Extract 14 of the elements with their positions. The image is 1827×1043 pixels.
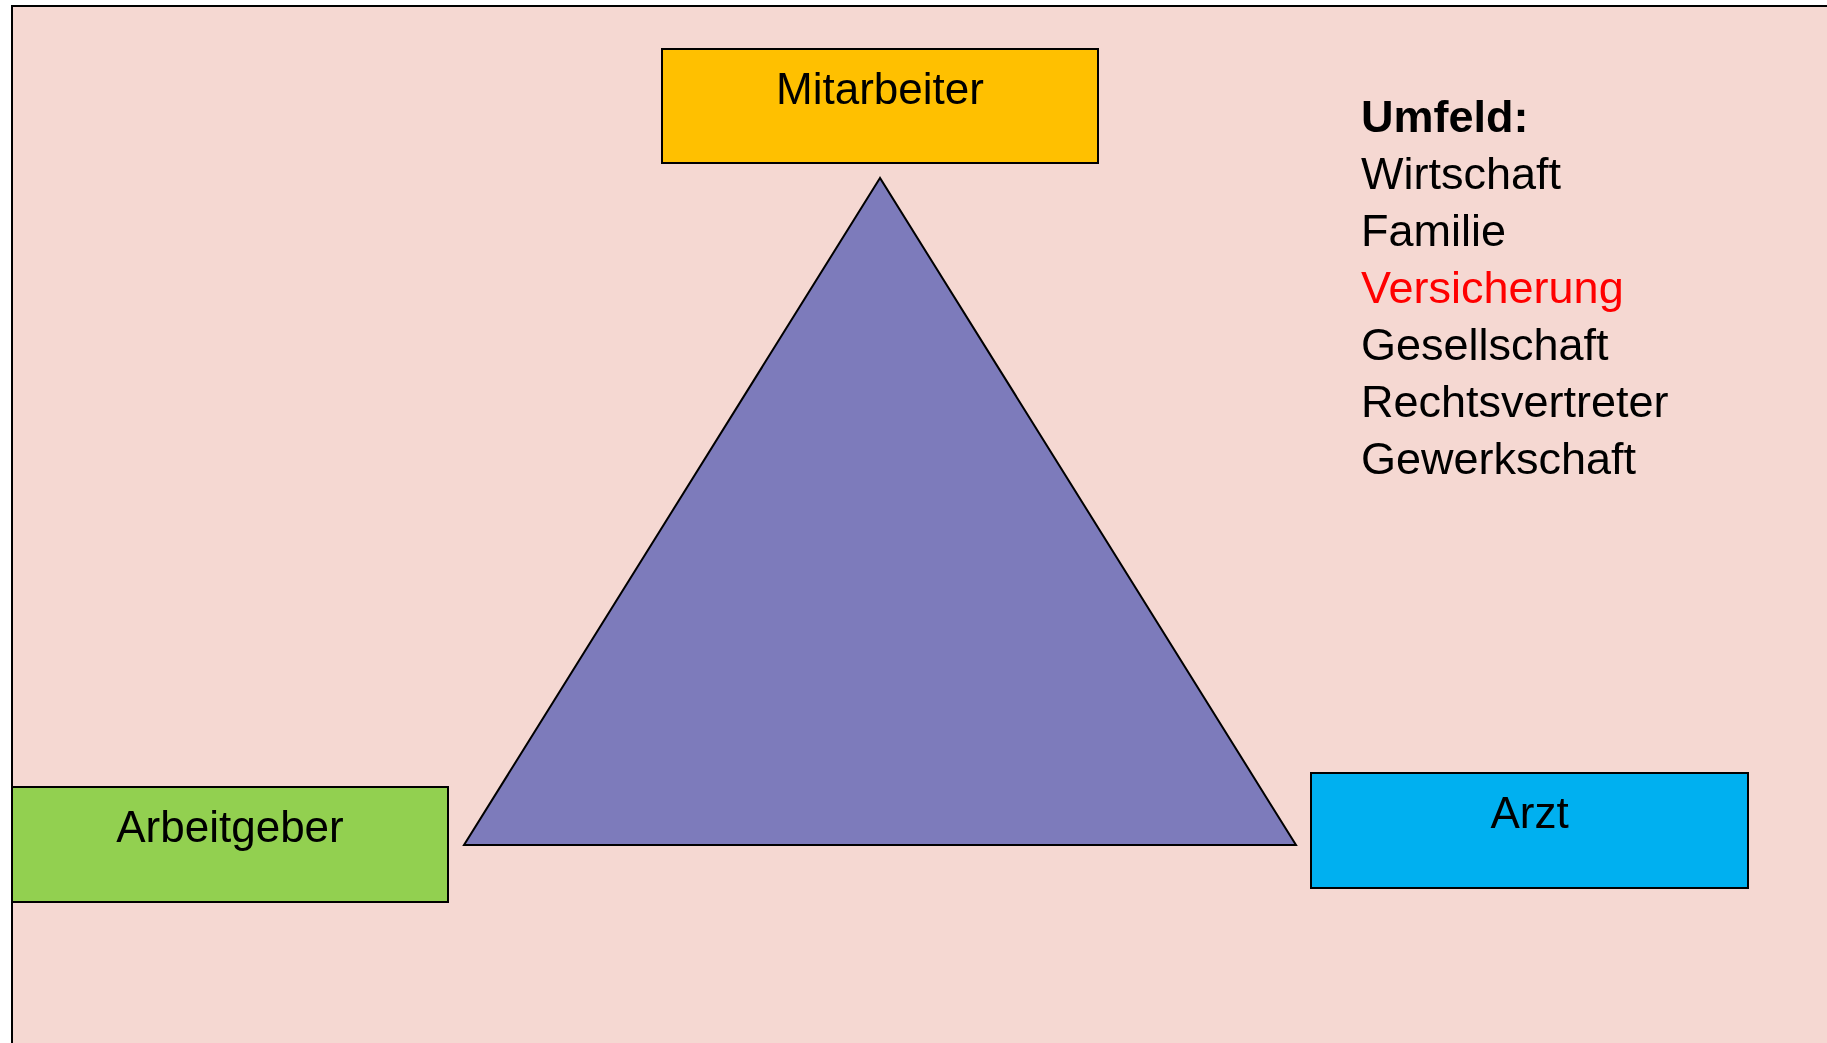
list-item: Wirtschaft xyxy=(1361,147,1562,201)
role-box xyxy=(661,48,1099,164)
role-box xyxy=(1310,772,1749,889)
list-item: Gesellschaft xyxy=(1361,318,1609,372)
list-item: Familie xyxy=(1361,204,1507,258)
list-heading: Umfeld: xyxy=(1361,90,1529,144)
role-label: Arzt xyxy=(1490,788,1569,838)
list-item: Gewerkschaft xyxy=(1361,432,1637,486)
role-label: Arbeitgeber xyxy=(116,802,344,852)
role-label: Mitarbeiter xyxy=(776,64,984,114)
triangle-shape xyxy=(462,176,1298,846)
list-item: Versicherung xyxy=(1361,261,1624,315)
list-item: Rechtsvertreter xyxy=(1361,375,1669,429)
role-box xyxy=(11,786,449,903)
